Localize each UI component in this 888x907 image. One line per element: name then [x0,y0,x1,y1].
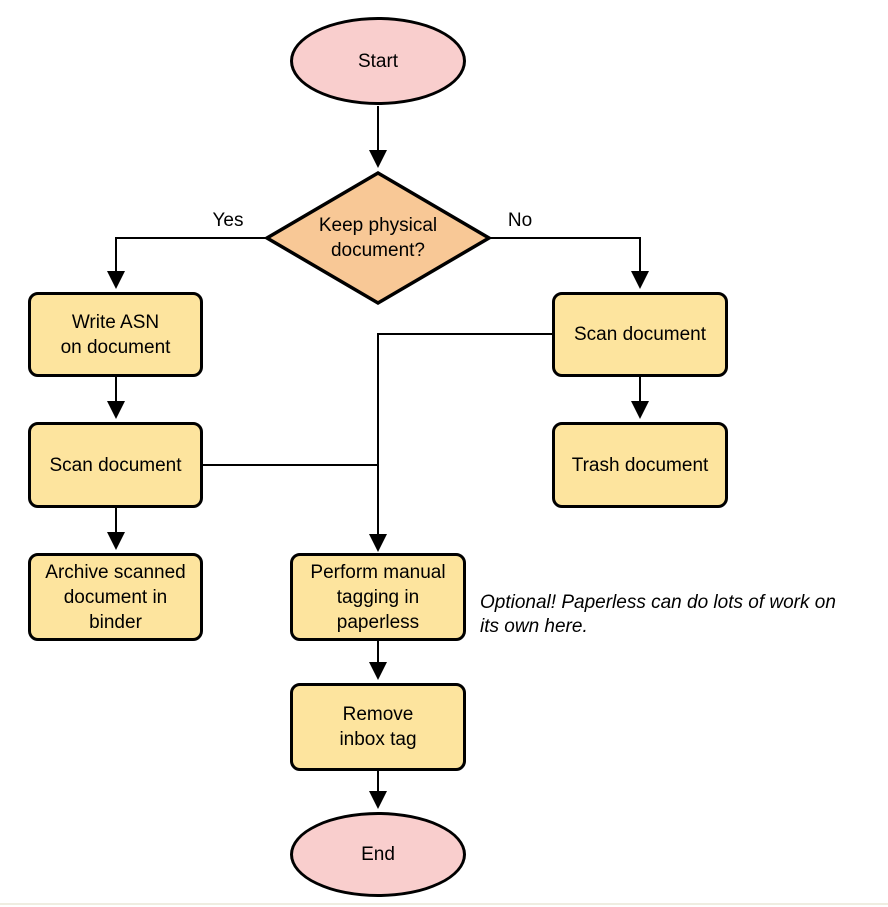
node-remove-inbox-label: Remove inbox tag [339,704,417,750]
node-scan-right-label: Scan document [573,324,707,345]
node-write-asn-on-document: Write ASN on document [28,292,203,377]
node-end-label: End [361,844,395,865]
node-end: End [290,812,466,897]
node-scan-document-right: Scan document [552,292,728,377]
edge-decision-yes-to-write-asn [107,237,267,289]
page-bottom-edge [0,903,888,905]
edge-scan-right-to-tagging [369,333,552,552]
node-start: Start [290,17,466,105]
node-scan-left-label: Scan document [49,454,182,476]
node-decision-label: Keep physical document? [318,215,438,261]
node-perform-manual-tagging: Perform manual tagging in paperless [290,553,466,641]
edge-label-yes: Yes [212,210,244,231]
node-tagging-label: Perform manual tagging in paperless [310,561,446,633]
node-remove-inbox-tag: Remove inbox tag [290,683,466,771]
node-write-asn-label: Write ASN on document [60,311,171,358]
node-archive-label: Archive scanned document in binder [45,561,186,633]
annotation-optional-paperless: Optional! Paperless can do lots of work … [480,592,836,637]
node-decision-keep-physical-document: Keep physical document? [263,169,493,307]
edge-decision-no-to-scan-right [489,237,649,289]
node-start-label: Start [357,50,399,72]
node-scan-document-left: Scan document [28,422,203,508]
node-archive-scanned-document: Archive scanned document in binder [28,553,203,641]
decision-diamond-shape [263,170,493,306]
edge-label-no: No [507,210,533,231]
node-trash-document: Trash document [552,422,728,508]
node-trash-label: Trash document [571,454,709,476]
